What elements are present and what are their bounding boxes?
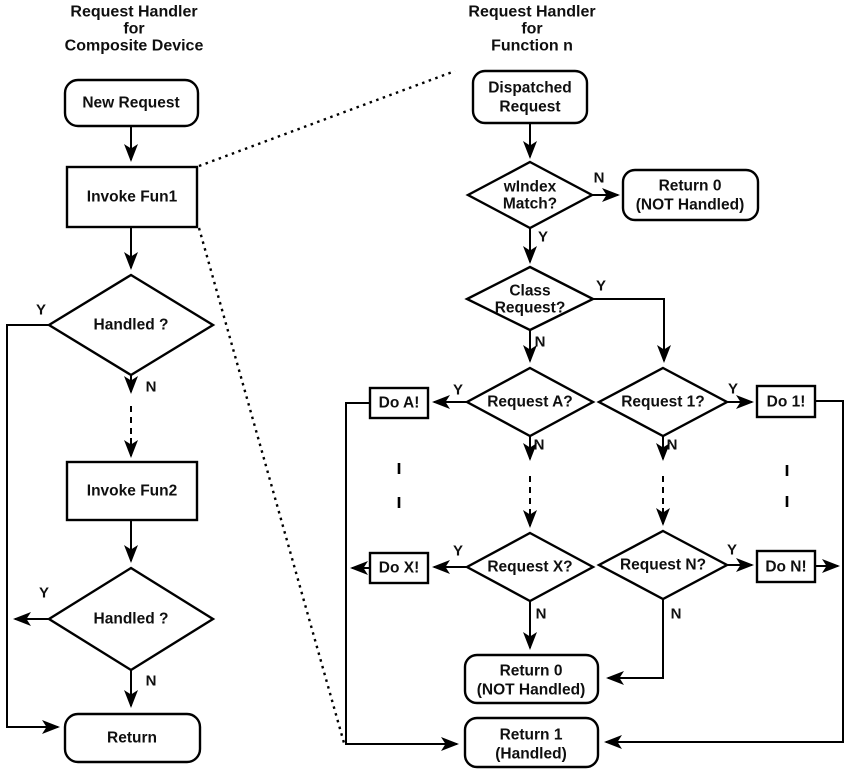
edge-right-loop-to-return1 [604, 400, 844, 749]
do-x-label: Do X! [379, 560, 419, 577]
request-a-label: Request A? [487, 394, 573, 411]
request-n-label: Request N? [620, 557, 706, 574]
right-title-line1: Request Handler [468, 4, 595, 21]
node-return0-bottom: Return 0 (NOT Handled) [463, 653, 600, 705]
right-chart-title: Request Handler for Function n [468, 4, 595, 55]
do-a-label: Do A! [379, 395, 420, 412]
new-request-label: New Request [82, 95, 179, 112]
return1-line1: Return 1 [500, 727, 563, 744]
handled2-label: Handled ? [94, 611, 169, 628]
node-request-1: Request 1? [596, 366, 730, 438]
class-no-label: N [535, 334, 546, 351]
request-1-no-label: N [667, 437, 678, 454]
left-title-line2: for [123, 21, 144, 38]
node-invoke-fun1: Invoke Fun1 [65, 165, 199, 229]
node-do-n: Do N! [755, 549, 817, 584]
return-box [63, 712, 202, 764]
windex-line2: Match? [503, 196, 557, 213]
windex-yes-label: Y [538, 229, 548, 246]
request-n-no-label: N [671, 606, 682, 623]
request-x-no-label: N [536, 606, 547, 623]
do-1-label: Do 1! [767, 394, 806, 411]
dispatched-request-line1: Dispatched [488, 80, 572, 97]
do-1-box [755, 384, 817, 419]
handled2-no-label: N [146, 673, 157, 690]
invoke-fun1-box [65, 165, 199, 229]
class-request-line1: Class [509, 283, 550, 300]
edge-class-yes-to-request1 [593, 298, 671, 363]
return1-line2: (Handled) [495, 746, 566, 763]
right-title-line3: Function n [491, 38, 573, 55]
left-title-line1: Request Handler [70, 4, 197, 21]
edge-requestn-no-to-return0 [606, 599, 664, 685]
handled2-yes-label: Y [39, 585, 49, 602]
node-request-x: Request X? [464, 531, 596, 603]
node-windex-match: wIndex Match? [465, 160, 595, 230]
node-dispatched-request: Dispatched Request [471, 69, 589, 125]
handled1-no-label: N [146, 379, 157, 396]
right-title-line2: for [521, 21, 542, 38]
left-chart-title: Request Handler for Composite Device [65, 4, 204, 55]
class-yes-label: Y [596, 278, 606, 295]
return0-bottom-line2: (NOT Handled) [477, 682, 586, 699]
do-n-label: Do N! [765, 559, 806, 576]
dispatched-request-line2: Request [499, 99, 560, 116]
return1-box [463, 716, 600, 769]
edge-handled1-yes-loop-to-return [6, 324, 60, 734]
invoke-fun2-box [65, 460, 199, 522]
node-handled2: Handled ? [46, 566, 216, 672]
request-1-label: Request 1? [621, 394, 705, 411]
node-class-request: Class Request? [464, 265, 596, 332]
request-a-no-label: N [534, 437, 545, 454]
return-label: Return [107, 730, 157, 747]
invoke-fun1-label: Invoke Fun1 [87, 189, 178, 206]
node-handled1: Handled ? [46, 273, 216, 377]
left-title-line3: Composite Device [65, 38, 204, 55]
edge-left-loop-to-return1 [345, 402, 459, 751]
return0-top-line1: Return 0 [659, 178, 722, 195]
node-do-x: Do X! [368, 551, 430, 585]
do-n-box [755, 549, 817, 584]
return0-bottom-box [463, 653, 600, 705]
request-n-yes-label: Y [727, 542, 737, 559]
return0-top-line2: (NOT Handled) [636, 197, 745, 214]
handled1-yes-label: Y [36, 302, 46, 319]
dotted-connector-top [198, 69, 456, 168]
node-request-a: Request A? [464, 366, 596, 438]
request-x-yes-label: Y [453, 543, 463, 560]
windex-no-label: N [594, 170, 605, 187]
return0-top-box [621, 168, 760, 222]
right-chart: Request Handler for Function n Dispatche… [345, 4, 844, 769]
handled1-label: Handled ? [94, 317, 169, 334]
request-a-yes-label: Y [453, 382, 463, 399]
node-return1: Return 1 (Handled) [463, 716, 600, 769]
windex-line1: wIndex [503, 179, 557, 196]
node-return: Return [63, 712, 202, 764]
request-1-yes-label: Y [728, 381, 738, 398]
node-new-request: New Request [63, 78, 200, 128]
node-invoke-fun2: Invoke Fun2 [65, 460, 199, 522]
dotted-connector-bottom [197, 227, 346, 744]
return0-bottom-line1: Return 0 [500, 663, 563, 680]
node-return0-top: Return 0 (NOT Handled) [621, 168, 760, 222]
node-do-a: Do A! [368, 386, 430, 420]
invoke-fun2-label: Invoke Fun2 [87, 483, 177, 500]
class-request-line2: Request? [495, 300, 566, 317]
request-x-label: Request X? [487, 559, 572, 576]
left-chart: Request Handler for Composite Device New… [6, 4, 216, 764]
node-request-n: Request N? [596, 529, 730, 601]
node-do-1: Do 1! [755, 384, 817, 419]
